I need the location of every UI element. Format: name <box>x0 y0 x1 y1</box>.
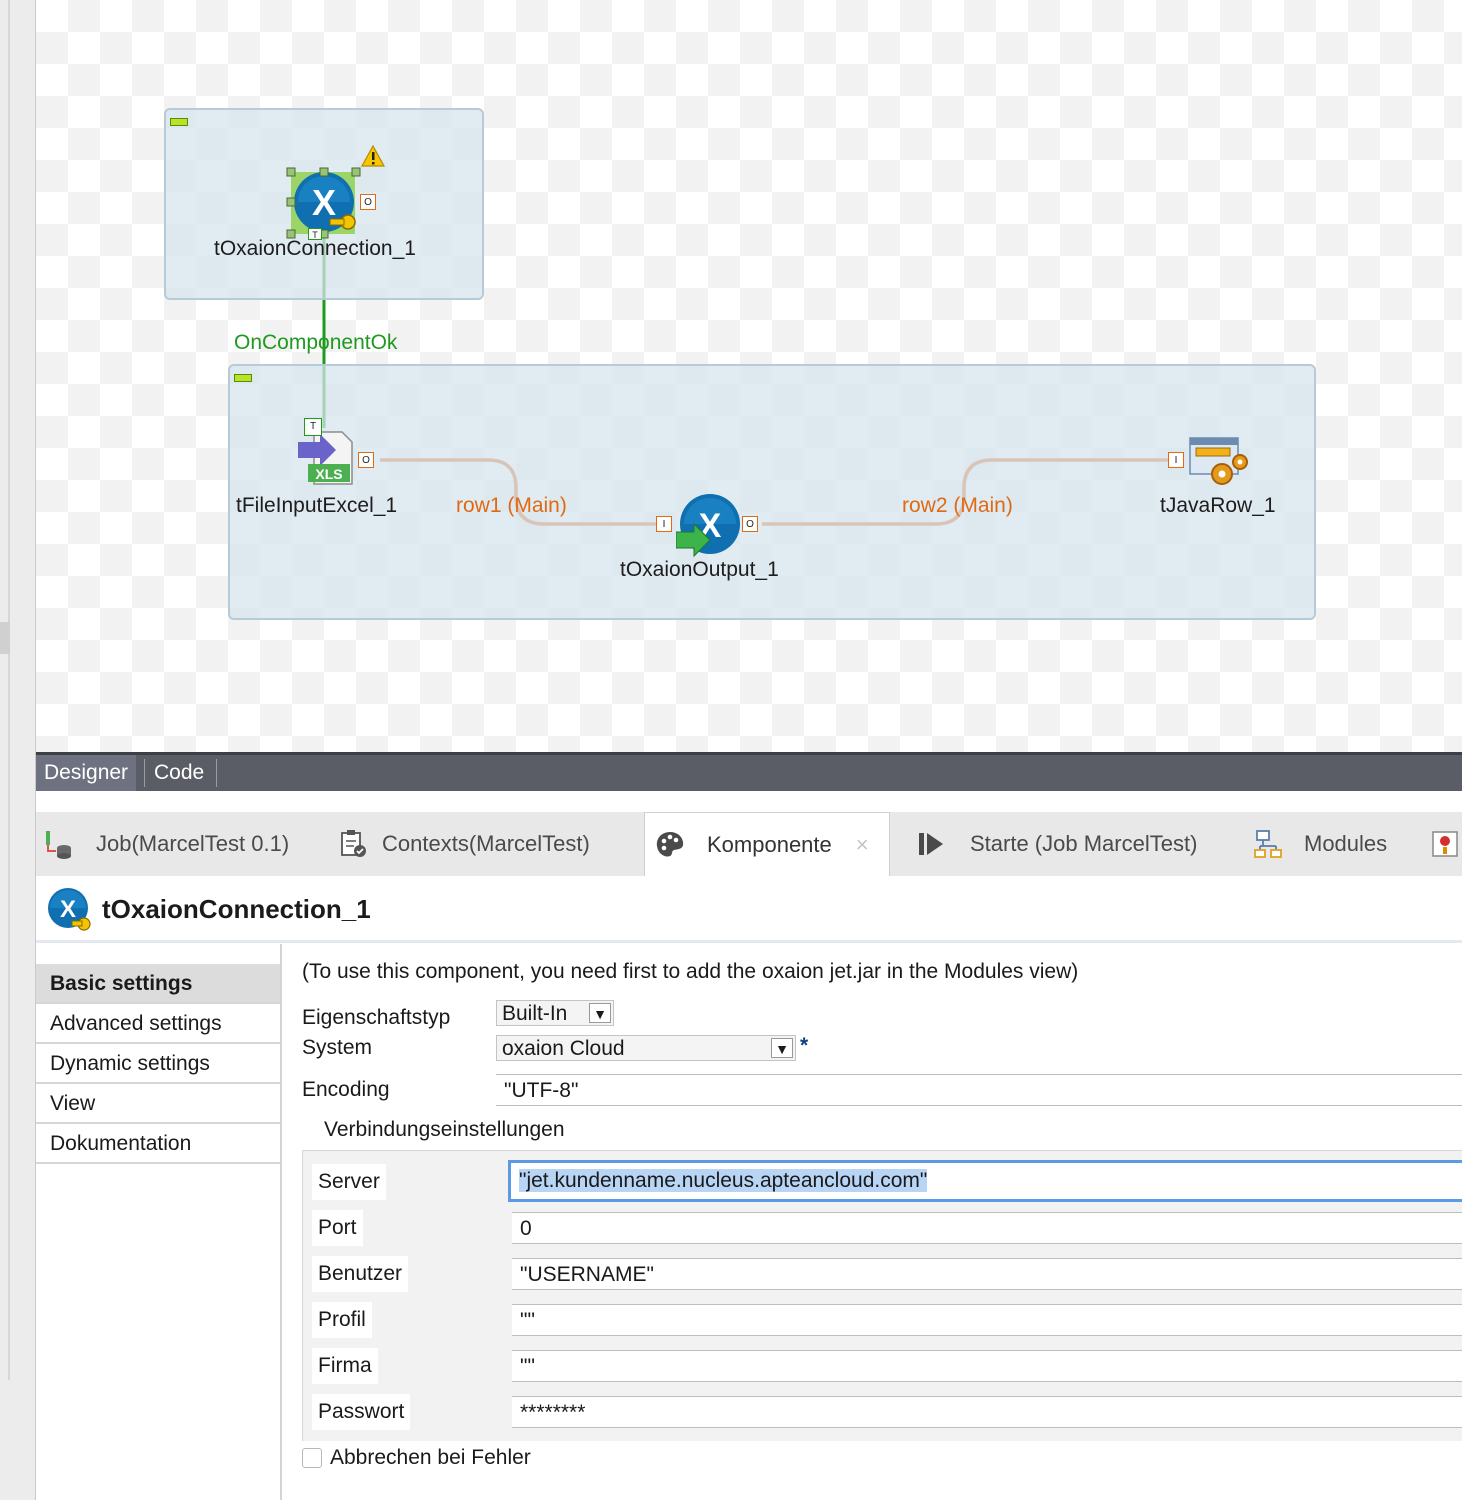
menu-dynamic-settings[interactable]: Dynamic settings <box>36 1044 280 1084</box>
svg-text:X: X <box>312 182 336 223</box>
subjob-main[interactable] <box>228 364 1316 620</box>
component-toxaionconnection[interactable]: X <box>286 164 362 240</box>
input-connector[interactable]: I <box>1168 452 1184 468</box>
tab-separator <box>216 759 217 787</box>
property-type-label: Eigenschaftstyp <box>302 1006 451 1029</box>
tab-komponente[interactable]: Komponente × <box>644 812 890 876</box>
designer-canvas[interactable]: X O T tOxaionConnection_1 OnComponentOk … <box>36 0 1462 752</box>
server-label: Server <box>312 1164 386 1200</box>
select-value: Built-In <box>502 1002 568 1025</box>
job-icon <box>44 829 74 859</box>
dropdown-arrow-icon[interactable]: ▼ <box>771 1038 793 1058</box>
close-icon[interactable]: × <box>855 831 869 857</box>
encoding-label: Encoding <box>302 1078 390 1101</box>
component-title: tOxaionConnection_1 <box>102 894 371 924</box>
tab-label: Modules <box>1304 831 1388 856</box>
output-connector[interactable]: O <box>358 452 374 468</box>
server-field[interactable]: "jet.kundenname.nucleus.apteancloud.com" <box>508 1160 1462 1202</box>
user-field[interactable]: "USERNAME" <box>512 1258 1462 1290</box>
tab-code[interactable]: Code <box>154 761 205 784</box>
tab-run[interactable]: Starte (Job MarcelTest) <box>916 812 1197 876</box>
tab-label: Job(MarcelTest 0.1) <box>96 831 290 856</box>
oxaion-output-icon: X <box>675 494 740 558</box>
contexts-icon <box>338 829 368 859</box>
menu-dokumentation[interactable]: Dokumentation <box>36 1124 280 1164</box>
warning-icon[interactable] <box>360 144 386 168</box>
oxaion-connection-icon: X <box>286 167 361 239</box>
company-label: Firma <box>312 1348 378 1384</box>
required-marker: * <box>800 1034 809 1057</box>
connection-group-title: Verbindungseinstellungen <box>324 1118 565 1141</box>
port-field[interactable]: 0 <box>512 1212 1462 1244</box>
system-select[interactable]: oxaion Cloud ▼ <box>496 1035 796 1061</box>
abort-on-error-label: Abbrechen bei Fehler <box>330 1446 531 1469</box>
component-label: tOxaionOutput_1 <box>620 558 779 581</box>
tab-job[interactable]: Job(MarcelTest 0.1) <box>44 812 289 876</box>
component-tfileinputexcel[interactable]: XLS <box>296 428 356 488</box>
tab-label: Starte (Job MarcelTest) <box>970 831 1198 856</box>
input-connector[interactable]: I <box>656 516 672 532</box>
profile-label: Profil <box>312 1302 372 1338</box>
output-connector[interactable]: O <box>742 516 758 532</box>
password-field[interactable]: ******** <box>512 1396 1462 1428</box>
menu-basic-settings[interactable]: Basic settings <box>36 964 280 1004</box>
component-label: tFileInputExcel_1 <box>236 494 398 517</box>
row1-link-label: row1 (Main) <box>456 494 567 517</box>
component-toxaionoutput[interactable]: X <box>675 492 742 558</box>
settings-menu: Basic settings Advanced settings Dynamic… <box>36 944 282 1500</box>
tab-designer[interactable]: Designer <box>36 755 137 791</box>
property-type-select[interactable]: Built-In ▼ <box>496 1000 614 1026</box>
select-value: oxaion Cloud <box>502 1037 625 1060</box>
gutter-divider <box>8 0 10 1380</box>
output-connector[interactable]: O <box>360 194 376 210</box>
subjob-collapse-button[interactable] <box>234 374 252 382</box>
user-label: Benutzer <box>312 1256 409 1292</box>
component-label: tJavaRow_1 <box>1160 494 1276 517</box>
password-label: Passwort <box>312 1394 411 1430</box>
component-tjavarow[interactable] <box>1186 432 1252 492</box>
problems-icon <box>1430 829 1460 859</box>
gutter-sash[interactable] <box>0 622 10 654</box>
svg-text:X: X <box>60 896 76 923</box>
svg-text:XLS: XLS <box>315 466 342 482</box>
tab-modules[interactable]: Modules <box>1254 812 1387 876</box>
abort-on-error-checkbox[interactable] <box>302 1448 322 1468</box>
tab-label: Contexts(MarcelTest) <box>382 831 590 856</box>
component-header: X tOxaionConnection_1 <box>36 876 1462 943</box>
tab-label: Komponente <box>707 831 832 857</box>
company-field[interactable]: "" <box>512 1350 1462 1382</box>
system-label: System <box>302 1036 373 1059</box>
row2-link-label: row2 (Main) <box>902 494 1013 517</box>
tab-contexts[interactable]: Contexts(MarcelTest) <box>338 812 590 876</box>
server-value: "jet.kundenname.nucleus.apteancloud.com" <box>519 1169 928 1192</box>
encoding-field[interactable]: "UTF-8" <box>496 1074 1462 1106</box>
trigger-link-label: OnComponentOk <box>234 331 398 354</box>
modules-icon <box>1254 829 1284 859</box>
component-label: tOxaionConnection_1 <box>214 237 416 260</box>
left-gutter <box>0 0 36 1500</box>
tab-overflow[interactable] <box>1430 812 1462 876</box>
info-text: (To use this component, you need first t… <box>302 960 1079 983</box>
menu-advanced-settings[interactable]: Advanced settings <box>36 1004 280 1044</box>
tab-separator <box>144 759 145 787</box>
java-row-icon <box>1189 437 1248 485</box>
port-label: Port <box>312 1210 363 1246</box>
subjob-collapse-button[interactable] <box>170 118 188 126</box>
excel-file-icon: XLS <box>298 431 353 485</box>
editor-tab-bar: Designer Code <box>36 752 1462 791</box>
profile-field[interactable]: "" <box>512 1304 1462 1336</box>
run-icon <box>916 829 946 859</box>
palette-icon <box>655 830 685 860</box>
key-icon <box>329 214 356 230</box>
dropdown-arrow-icon[interactable]: ▼ <box>589 1003 611 1023</box>
views-tab-bar: Job(MarcelTest 0.1) Contexts(MarcelTest)… <box>36 812 1462 877</box>
trigger-connector[interactable]: T <box>308 228 322 240</box>
trigger-input-connector[interactable]: T <box>304 418 322 436</box>
menu-view[interactable]: View <box>36 1084 280 1124</box>
oxaion-connection-icon: X <box>48 888 91 931</box>
